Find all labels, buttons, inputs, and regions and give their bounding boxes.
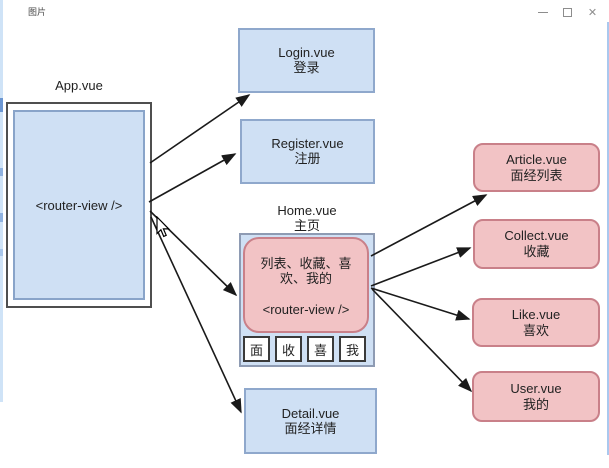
home-tab-collect: 收 [275, 336, 302, 362]
arrow-home-to-collect [370, 247, 472, 287]
arrow-app-to-login [149, 94, 251, 164]
home-router-view-box: 列表、收藏、喜欢、我的 <router-view /> [243, 237, 369, 333]
close-icon: ✕ [587, 6, 598, 19]
collect-vue-name: Collect.vue [504, 228, 569, 243]
app-router-view-text: <router-view /> [35, 197, 123, 213]
home-tab-user: 我 [339, 336, 366, 362]
article-vue-node: Article.vue 面经列表 [473, 143, 600, 192]
close-button[interactable]: ✕ [580, 0, 605, 24]
home-tab-article: 面 [243, 336, 270, 362]
window-title: 图片 [28, 7, 47, 17]
arrow-app-to-detail [150, 216, 242, 414]
arrow-home-to-article [370, 194, 488, 257]
user-vue-zh: 我的 [522, 396, 549, 412]
minimize-icon [537, 11, 548, 13]
detail-vue-name: Detail.vue [281, 405, 340, 421]
register-vue-zh: 注册 [294, 151, 321, 166]
home-vue-label: Home.vue 主页 [239, 203, 375, 233]
maximize-icon [563, 7, 572, 17]
collect-vue-zh: 收藏 [523, 244, 550, 259]
article-vue-zh: 面经列表 [510, 167, 563, 183]
home-list-text: 列表、收藏、喜欢、我的 [260, 256, 352, 286]
login-vue-zh: 登录 [293, 60, 320, 75]
collect-vue-node: Collect.vue 收藏 [473, 219, 600, 269]
mouse-cursor [156, 216, 171, 238]
window-controls: ✕ [530, 0, 605, 24]
arrow-app-to-home [149, 210, 238, 297]
login-vue-node: Login.vue 登录 [238, 28, 375, 93]
app-router-view-box: <router-view /> [13, 110, 145, 300]
arrow-home-to-user [371, 288, 473, 393]
home-vue-zh: 主页 [293, 218, 320, 233]
home-vue-name: Home.vue [277, 203, 337, 218]
app-vue-label: App.vue [55, 78, 103, 93]
user-vue-node: User.vue 我的 [472, 371, 600, 422]
register-vue-name: Register.vue [271, 136, 344, 151]
home-tab-like: 喜 [307, 336, 334, 362]
minimize-button[interactable] [530, 0, 555, 24]
article-vue-name: Article.vue [506, 151, 567, 167]
titlebar: 图片 ✕ [0, 0, 609, 24]
arrow-home-to-user-like [370, 287, 471, 321]
left-window-edge [0, 0, 3, 402]
login-vue-name: Login.vue [278, 45, 335, 60]
maximize-button[interactable] [555, 0, 580, 24]
right-window-edge [607, 22, 609, 455]
register-vue-node: Register.vue 注册 [240, 119, 375, 184]
user-vue-name: User.vue [510, 380, 562, 396]
arrow-app-to-register [148, 153, 237, 203]
like-vue-name: Like.vue [511, 306, 561, 322]
detail-vue-zh: 面经详情 [284, 420, 337, 436]
like-vue-zh: 喜欢 [522, 322, 549, 338]
detail-vue-node: Detail.vue 面经详情 [244, 388, 377, 454]
home-router-view-text: <router-view /> [262, 302, 350, 317]
like-vue-node: Like.vue 喜欢 [472, 298, 600, 347]
